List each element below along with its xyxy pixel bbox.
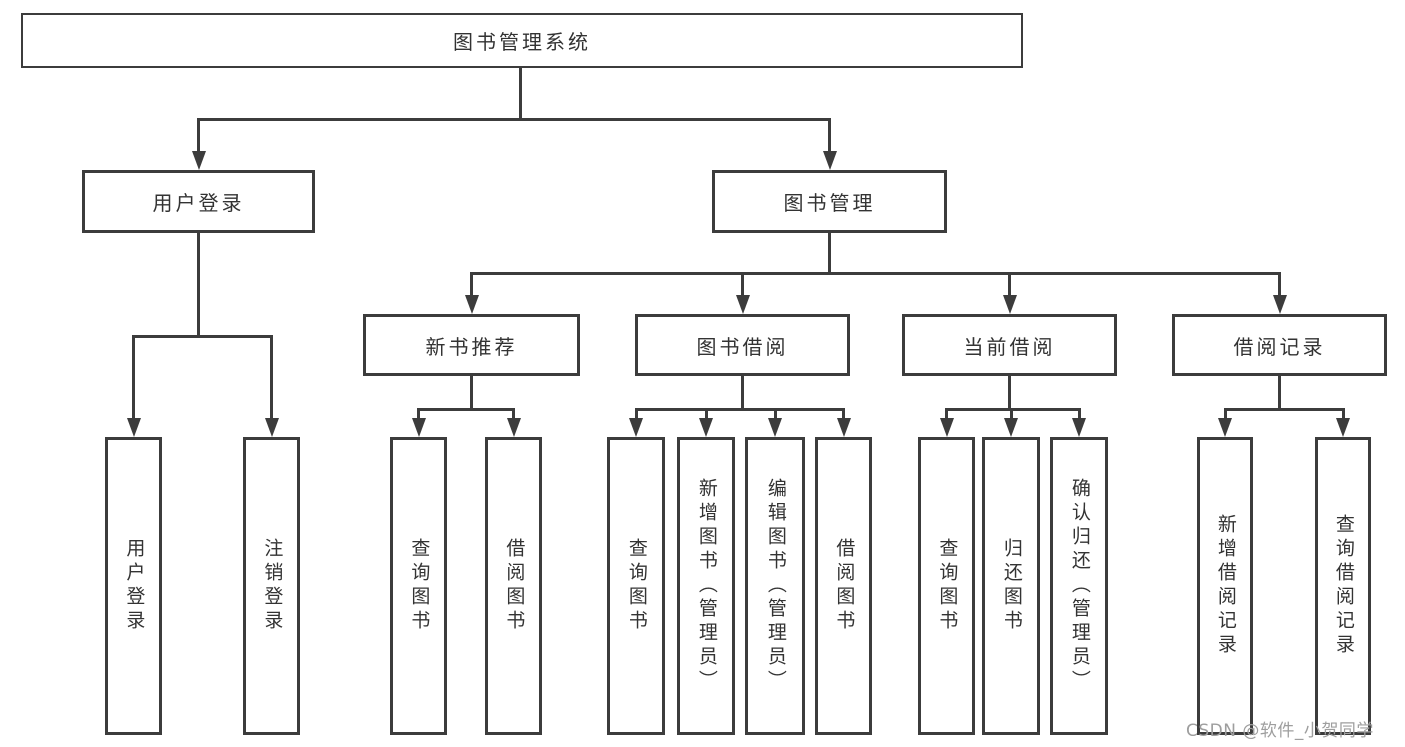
arrow-shaft-add-books-c2 bbox=[704, 408, 708, 420]
node-current-borrowing: 当前借阅 bbox=[902, 314, 1117, 376]
connector-book-borrowing-branch bbox=[634, 408, 845, 411]
connector-borrow-records-stem bbox=[1278, 376, 1281, 408]
arrowhead-borrow-books-b2-icon bbox=[506, 418, 521, 437]
connector-user-login-branch bbox=[132, 335, 273, 338]
arrowhead-book-management-icon bbox=[822, 151, 837, 170]
arrowhead-query-books-d1-icon bbox=[939, 418, 954, 437]
arrow-shaft-query-books-c1 bbox=[634, 408, 638, 420]
arrowhead-book-borrowing-icon bbox=[735, 295, 750, 314]
node-library-management-system: 图书管理系统 bbox=[21, 13, 1023, 68]
leaf-confirm-return-admin: 确认归还（管理员） bbox=[1050, 437, 1108, 735]
arrowhead-leaf-user-login-icon bbox=[126, 418, 141, 437]
arrow-shaft-borrow-books-b2 bbox=[512, 408, 515, 420]
connector-book-management-branch bbox=[470, 272, 1281, 275]
leaf-edit-books-admin: 编辑图书（管理员） bbox=[745, 437, 805, 735]
arrow-shaft-new-book-recommend bbox=[470, 272, 473, 296]
arrowhead-return-books-d2-icon bbox=[1004, 418, 1018, 437]
arrow-shaft-user-login bbox=[197, 118, 200, 152]
arrowhead-current-borrowing-icon bbox=[1002, 295, 1017, 314]
leaf-borrow-books: 借阅图书 bbox=[815, 437, 872, 735]
connector-book-borrowing-stem bbox=[741, 376, 744, 408]
arrowhead-edit-books-c3-icon bbox=[768, 418, 782, 437]
arrow-shaft-query-books-d1 bbox=[945, 408, 948, 420]
arrowhead-new-book-recommend-icon bbox=[464, 295, 479, 314]
node-book-management: 图书管理 bbox=[712, 170, 947, 233]
arrowhead-leaf-logout-icon bbox=[264, 418, 279, 437]
leaf-query-books-recommend: 查询图书 bbox=[390, 437, 447, 735]
arrowhead-borrow-books-c4-icon bbox=[836, 418, 851, 437]
arrow-shaft-book-management bbox=[828, 118, 831, 152]
node-borrow-records: 借阅记录 bbox=[1172, 314, 1387, 376]
arrow-shaft-add-record-e1 bbox=[1223, 408, 1227, 420]
arrow-shaft-current-borrowing bbox=[1008, 272, 1011, 296]
connector-new-book-recommend-branch bbox=[417, 408, 515, 411]
arrow-shaft-edit-books-c3 bbox=[773, 408, 777, 420]
arrowhead-user-login-icon bbox=[191, 151, 206, 170]
connector-borrow-records-branch bbox=[1223, 408, 1345, 411]
arrowhead-query-record-e2-icon bbox=[1336, 418, 1350, 437]
connector-book-management-stem bbox=[828, 233, 831, 272]
arrow-shaft-borrow-books-c4 bbox=[842, 408, 845, 420]
arrow-shaft-leaf-user-login bbox=[132, 335, 135, 419]
connector-new-book-recommend-stem bbox=[470, 376, 473, 408]
node-new-book-recommend: 新书推荐 bbox=[363, 314, 580, 376]
leaf-query-books-borrowing: 查询图书 bbox=[607, 437, 665, 735]
node-book-borrowing: 图书借阅 bbox=[635, 314, 850, 376]
arrow-shaft-return-books-d2 bbox=[1009, 408, 1013, 420]
csdn-watermark: CSDN @软件_小贺同学 bbox=[1186, 721, 1374, 741]
arrow-shaft-leaf-logout bbox=[270, 335, 273, 419]
arrowhead-confirm-return-d3-icon bbox=[1072, 418, 1086, 437]
arrow-shaft-confirm-return-d3 bbox=[1077, 408, 1081, 420]
leaf-add-books-admin: 新增图书（管理员） bbox=[677, 437, 735, 735]
connector-user-login-stem bbox=[197, 233, 200, 335]
connector-current-borrowing-branch bbox=[945, 408, 1080, 411]
arrowhead-add-record-e1-icon bbox=[1218, 418, 1232, 437]
arrow-shaft-borrow-records bbox=[1278, 272, 1281, 296]
connector-root-stem bbox=[519, 68, 522, 118]
arrowhead-borrow-records-icon bbox=[1272, 295, 1287, 314]
node-user-login: 用户登录 bbox=[82, 170, 315, 233]
leaf-query-books-current: 查询图书 bbox=[918, 437, 975, 735]
arrow-shaft-book-borrowing bbox=[741, 272, 744, 296]
leaf-logout: 注销登录 bbox=[243, 437, 300, 735]
leaf-query-borrow-record: 查询借阅记录 bbox=[1315, 437, 1371, 735]
leaf-borrow-books-recommend: 借阅图书 bbox=[485, 437, 542, 735]
leaf-return-books: 归还图书 bbox=[982, 437, 1040, 735]
arrow-shaft-query-record-e2 bbox=[1341, 408, 1345, 420]
arrowhead-query-books-c1-icon bbox=[629, 418, 643, 437]
connector-root-branch bbox=[197, 118, 831, 121]
arrow-shaft-query-books-b1 bbox=[417, 408, 420, 420]
leaf-add-borrow-record: 新增借阅记录 bbox=[1197, 437, 1253, 735]
connector-current-borrowing-stem bbox=[1008, 376, 1011, 408]
leaf-user-login: 用户登录 bbox=[105, 437, 162, 735]
arrowhead-query-books-b1-icon bbox=[411, 418, 426, 437]
arrowhead-add-books-c2-icon bbox=[699, 418, 713, 437]
